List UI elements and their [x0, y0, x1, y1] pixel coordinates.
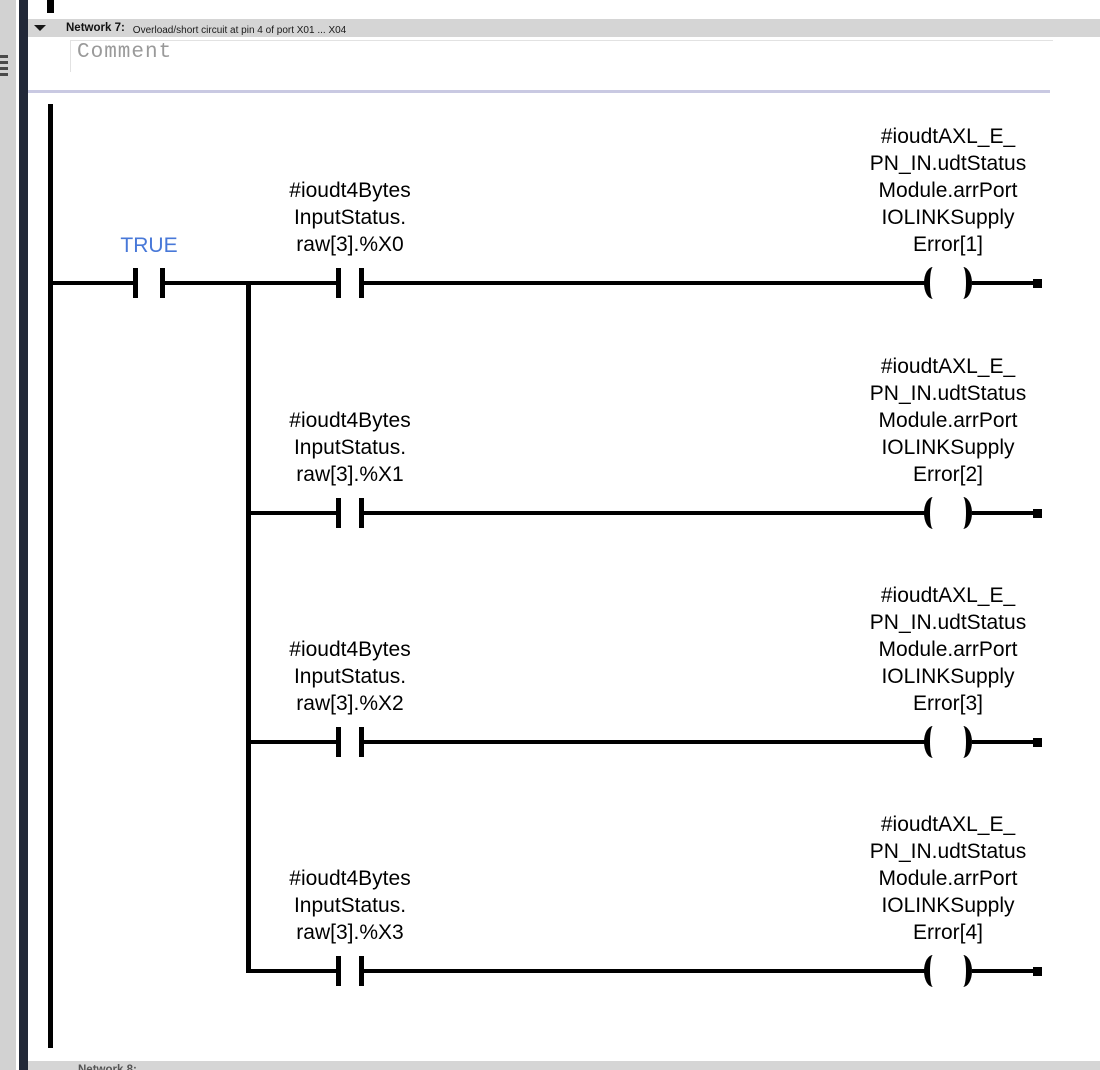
wire [53, 281, 133, 285]
coil-error-2[interactable] [920, 495, 976, 531]
contact-operand[interactable]: #ioudt4Bytes InputStatus. raw[3].%X1 [289, 409, 411, 486]
coil-error-1[interactable] [920, 265, 976, 301]
wire [364, 740, 926, 744]
wire [972, 969, 1036, 973]
wire [364, 281, 926, 285]
coil-operand[interactable]: #ioudtAXL_E_ PN_IN.udtStatus Module.arrP… [869, 584, 1027, 715]
contact-x2[interactable] [336, 727, 364, 757]
contact-bar [359, 268, 364, 298]
network-7-header[interactable]: Network 7: Overload/short circuit at pin… [28, 19, 1100, 37]
rung-end-terminal [1033, 967, 1042, 976]
wire [972, 511, 1036, 515]
contact-bar [336, 268, 341, 298]
true-operand[interactable]: TRUE [120, 234, 178, 257]
coil-paren-close [954, 267, 972, 299]
contact-bar [359, 727, 364, 757]
comment-box[interactable]: Comment [70, 40, 1053, 72]
coil-paren-open [924, 955, 942, 987]
wire [972, 740, 1036, 744]
coil-operand[interactable]: #ioudtAXL_E_ PN_IN.udtStatus Module.arrP… [869, 125, 1027, 256]
contact-x3[interactable] [336, 956, 364, 986]
contact-bar [336, 956, 341, 986]
coil-paren-close [954, 955, 972, 987]
power-rail [48, 104, 53, 1048]
coil-operand[interactable]: #ioudtAXL_E_ PN_IN.udtStatus Module.arrP… [869, 813, 1027, 944]
splitter-grip-icon[interactable] [0, 55, 9, 79]
coil-error-3[interactable] [920, 724, 976, 760]
contact-bar [336, 498, 341, 528]
coil-operand[interactable]: #ioudtAXL_E_ PN_IN.udtStatus Module.arrP… [869, 355, 1027, 486]
wire [165, 281, 336, 285]
contact-operand[interactable]: #ioudt4Bytes InputStatus. raw[3].%X3 [289, 867, 411, 944]
branch-rail [246, 281, 251, 973]
contact-bar [359, 956, 364, 986]
contact-bar [133, 268, 138, 298]
contact-x0[interactable] [336, 268, 364, 298]
network-title: Network 7: [66, 22, 125, 34]
wire [972, 281, 1036, 285]
contact-operand[interactable]: #ioudt4Bytes InputStatus. raw[3].%X2 [289, 638, 411, 715]
contact-operand[interactable]: #ioudt4Bytes InputStatus. raw[3].%X0 [289, 179, 411, 256]
contact-bar [336, 727, 341, 757]
wire [248, 740, 336, 744]
network-8-title: Network 8: [78, 1064, 137, 1070]
rung-end-terminal [1033, 738, 1042, 747]
contact-true[interactable] [133, 268, 165, 298]
wire [364, 511, 926, 515]
coil-paren-open [924, 726, 942, 758]
coil-paren-close [954, 726, 972, 758]
collapse-triangle-icon[interactable] [34, 25, 46, 31]
network-8-header[interactable]: Network 8: [28, 1061, 1100, 1070]
coil-paren-open [924, 267, 942, 299]
rung-end-terminal [1033, 279, 1042, 288]
network-subtitle[interactable]: Overload/short circuit at pin 4 of port … [132, 24, 347, 36]
left-splitter[interactable] [0, 0, 18, 1070]
wire [248, 969, 336, 973]
contact-bar [359, 498, 364, 528]
comment-placeholder[interactable]: Comment [77, 41, 173, 64]
wire [364, 969, 926, 973]
coil-paren-open [924, 497, 942, 529]
rung-end-terminal [1033, 509, 1042, 518]
previous-network-rail [47, 0, 54, 13]
editor-left-margin-bar [19, 0, 28, 1070]
comment-separator-line [28, 90, 1050, 93]
contact-x1[interactable] [336, 498, 364, 528]
coil-paren-close [954, 497, 972, 529]
coil-error-4[interactable] [920, 953, 976, 989]
wire [248, 511, 336, 515]
contact-bar [160, 268, 165, 298]
